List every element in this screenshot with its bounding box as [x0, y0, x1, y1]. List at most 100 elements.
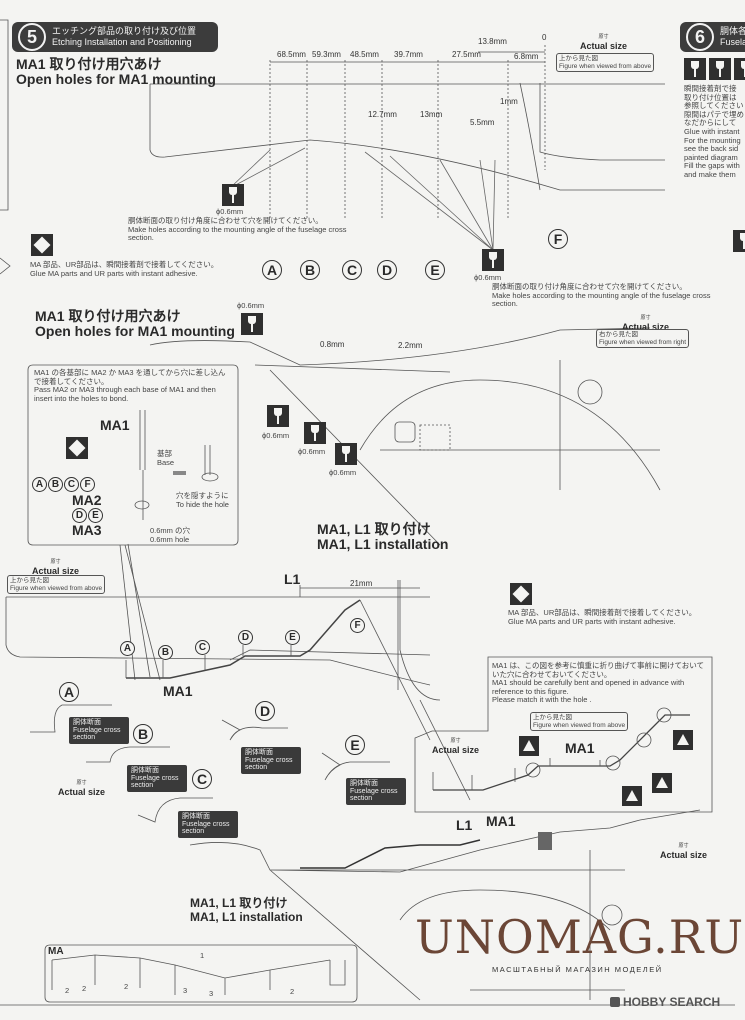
- view-jp: 上から見た図: [559, 55, 598, 62]
- title-jp: MA1, L1 取り付け: [317, 521, 431, 537]
- view-en: Figure when viewed from above: [559, 62, 652, 70]
- marker-f: F: [80, 477, 95, 492]
- fuselage-top-view-2: [5, 580, 431, 690]
- actual-size-jp: 原寸: [678, 843, 689, 849]
- dim-label: 6.8mm: [514, 52, 539, 61]
- actual-size-en: Actual size: [622, 322, 670, 332]
- part-number: 2: [82, 984, 87, 993]
- text-jp: MA1 の各基部に MA2 か MA3 を通してから穴に差し込んで接着してくださ…: [34, 368, 226, 386]
- marker-d: D: [72, 508, 87, 523]
- cross-en: Fuselage cross section: [131, 774, 179, 790]
- install-title-bottom: MA1, L1 取り付け MA1, L1 installation: [190, 896, 303, 924]
- marker-d: D: [238, 630, 253, 645]
- dim-zero: 0: [542, 33, 547, 42]
- view-en: Figure when viewed from above: [10, 584, 103, 592]
- cross-jp: 胴体断面: [182, 813, 210, 820]
- fuselage-side-view: [149, 327, 661, 546]
- drill-icon: [709, 58, 731, 80]
- hide-jp: 穴を隠すように: [176, 491, 229, 500]
- section-marker-a: A: [59, 682, 79, 702]
- drill-size: ϕ0.6mm: [216, 207, 244, 216]
- callout-leader: [127, 543, 151, 678]
- porthole-2: [601, 904, 623, 926]
- note-line: Glue with instant: [684, 126, 740, 136]
- dim-label: 48.5mm: [350, 50, 379, 59]
- fuselage-side-right: [399, 580, 471, 801]
- title-en: MA1, L1 installation: [317, 536, 449, 552]
- part-number: 2: [290, 987, 295, 996]
- ma1-part-installed: [126, 599, 361, 679]
- drill-size: ϕ0.6mm: [262, 431, 290, 440]
- drill-note: 胴体断面の取り付け角度に合わせて穴を開けてください。Make holes acc…: [492, 282, 722, 309]
- instant-glue-icon: [510, 583, 532, 605]
- step-number: 6: [686, 23, 714, 51]
- part-number: 2: [124, 982, 129, 991]
- dimension-lines: [269, 45, 546, 220]
- view-jp: 右から見た図: [599, 331, 638, 338]
- note-jp: MA 部品、UR部品は、瞬間接着剤で接着してください。: [30, 260, 219, 269]
- instant-glue-icon: [31, 234, 53, 256]
- dim-total: 13.8mm: [478, 37, 507, 46]
- cross-jp: 胴体断面: [245, 749, 273, 756]
- ma1-on-bottom: [300, 839, 481, 869]
- glue-icon: [733, 230, 745, 252]
- section-marker-b: B: [133, 724, 153, 744]
- note-line: 取り付け位置は: [684, 92, 737, 102]
- prev-step-frame: [0, 19, 9, 211]
- brand-text: HOBBY SEARCH: [623, 995, 721, 1009]
- step-title-en: Etching Installation and Positioning: [52, 37, 192, 47]
- title-en: Open holes for MA1 mounting: [16, 71, 216, 87]
- callout-text: MA1 の各基部に MA2 か MA3 を通してから穴に差し込んで接着してくださ…: [34, 368, 230, 403]
- ma3-label: MA3: [72, 522, 102, 538]
- marker-a: A: [32, 477, 47, 492]
- note-en: Glue MA parts and UR parts with instant …: [30, 268, 198, 278]
- note-line: 瞬間接着剤で接: [684, 84, 737, 93]
- cross-jp: 胴体断面: [350, 780, 378, 787]
- ma-sprue-part-1: [51, 954, 346, 995]
- hobby-search-logo: HOBBY SEARCH: [610, 995, 720, 1009]
- note-line: see the back sid: [684, 144, 739, 154]
- marker-b: B: [158, 645, 173, 660]
- cross-section-c: [137, 797, 213, 823]
- actual-size-jp: 原寸: [598, 34, 609, 40]
- fuselage-bottom-view: [189, 809, 701, 1001]
- cross-en: Fuselage cross section: [73, 726, 121, 742]
- marker-group-ma3: D E: [72, 508, 103, 523]
- drill-icon: [482, 249, 504, 271]
- section-title: MA1 取り付け用穴あけ Open holes for MA1 mounting: [16, 57, 216, 87]
- dim-label: 68.5mm: [277, 50, 306, 59]
- view-en: Figure when viewed from above: [533, 721, 626, 729]
- dim-label: 0.8mm: [320, 340, 345, 349]
- step6-tool-icons: [684, 58, 745, 80]
- cross-en: Fuselage cross section: [350, 787, 398, 803]
- section-title: MA1 取り付け用穴あけ Open holes for MA1 mounting: [35, 309, 235, 339]
- drill-leaders: [229, 147, 496, 251]
- pin-hole-side: [204, 445, 211, 475]
- height-label: 5.5mm: [470, 118, 495, 127]
- drill-size: ϕ0.6mm: [298, 447, 326, 456]
- step-title-jp: 胴体各部: [720, 26, 745, 36]
- dim-label: 27.5mm: [452, 50, 481, 59]
- text-en-2: Please match it with the hole .: [492, 695, 592, 704]
- ma1-label: MA1: [565, 740, 595, 756]
- cross-en: Fuselage cross section: [182, 820, 230, 836]
- step-title-jp: エッチング部品の取り付け及び位置: [52, 26, 197, 36]
- cross-section-b: [86, 746, 170, 763]
- bend-box: [414, 656, 713, 813]
- note-en: Make holes according to the mounting ang…: [128, 224, 347, 242]
- hole-jp: 0.6mm の穴: [150, 526, 191, 535]
- actual-size-en: Actual size: [32, 566, 80, 576]
- dim-label: 21mm: [350, 579, 373, 588]
- note-line: なだからにして: [684, 118, 737, 128]
- actual-size-jp: 原寸: [450, 738, 461, 744]
